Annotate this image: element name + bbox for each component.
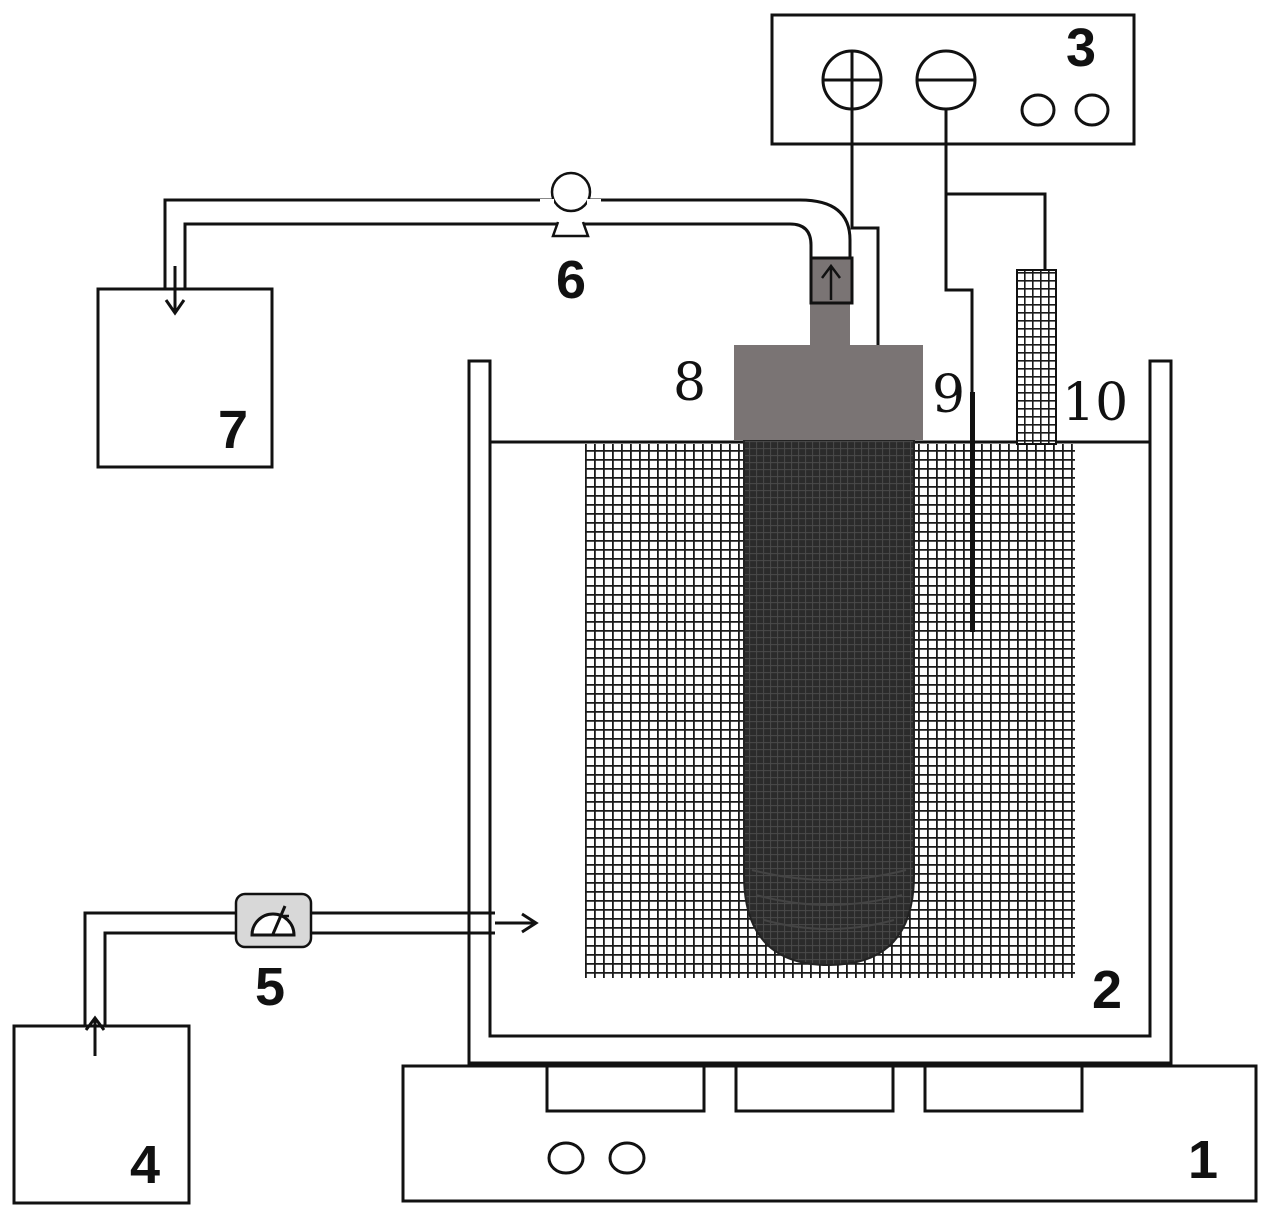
heater-display-2 xyxy=(734,1064,895,1113)
power-knob-2[interactable] xyxy=(1074,93,1110,127)
membrane-module xyxy=(734,256,923,967)
electrode-rod xyxy=(970,392,975,632)
pump-icon[interactable] xyxy=(540,171,601,238)
right-arrow-icon xyxy=(495,912,539,934)
label-heater-stirrer: 1 xyxy=(1188,1130,1218,1190)
gauge-icon[interactable] xyxy=(234,892,313,949)
positive-wire xyxy=(850,109,880,345)
inlet-tubing xyxy=(83,911,495,1027)
positive-terminal-icon[interactable] xyxy=(821,49,883,111)
wires xyxy=(850,109,1047,392)
negative-wire xyxy=(944,109,1047,270)
electrode-9-wire xyxy=(944,194,974,392)
feed-tank xyxy=(12,1024,191,1205)
label-electrode-10: 10 xyxy=(1062,373,1128,433)
label-feed-tank: 4 xyxy=(130,1135,160,1195)
label-collection-tank: 7 xyxy=(218,400,248,460)
collection-tank xyxy=(96,287,274,469)
heater-knob-2[interactable] xyxy=(608,1141,646,1175)
label-flow-meter: 5 xyxy=(255,957,285,1017)
power-knob-1[interactable] xyxy=(1020,93,1056,127)
label-reactor: 2 xyxy=(1092,960,1122,1020)
negative-terminal-icon[interactable] xyxy=(915,49,977,111)
label-pump: 6 xyxy=(556,250,586,310)
heater-stirrer xyxy=(401,1064,1258,1203)
up-arrow-icon xyxy=(821,263,841,300)
outlet-tubing xyxy=(163,198,852,290)
membrane-connector xyxy=(810,303,850,345)
heater-knob-1[interactable] xyxy=(547,1141,585,1175)
label-electrode-9: 9 xyxy=(932,365,965,425)
membrane-body xyxy=(743,439,915,967)
membrane-cap xyxy=(734,345,923,440)
heater-display-1 xyxy=(545,1064,706,1113)
heater-display-3 xyxy=(923,1064,1084,1113)
up-arrow-icon xyxy=(84,1015,106,1056)
label-membrane-module: 8 xyxy=(673,353,706,413)
label-power-supply: 3 xyxy=(1066,18,1096,78)
mesh-electrode xyxy=(1016,269,1057,445)
